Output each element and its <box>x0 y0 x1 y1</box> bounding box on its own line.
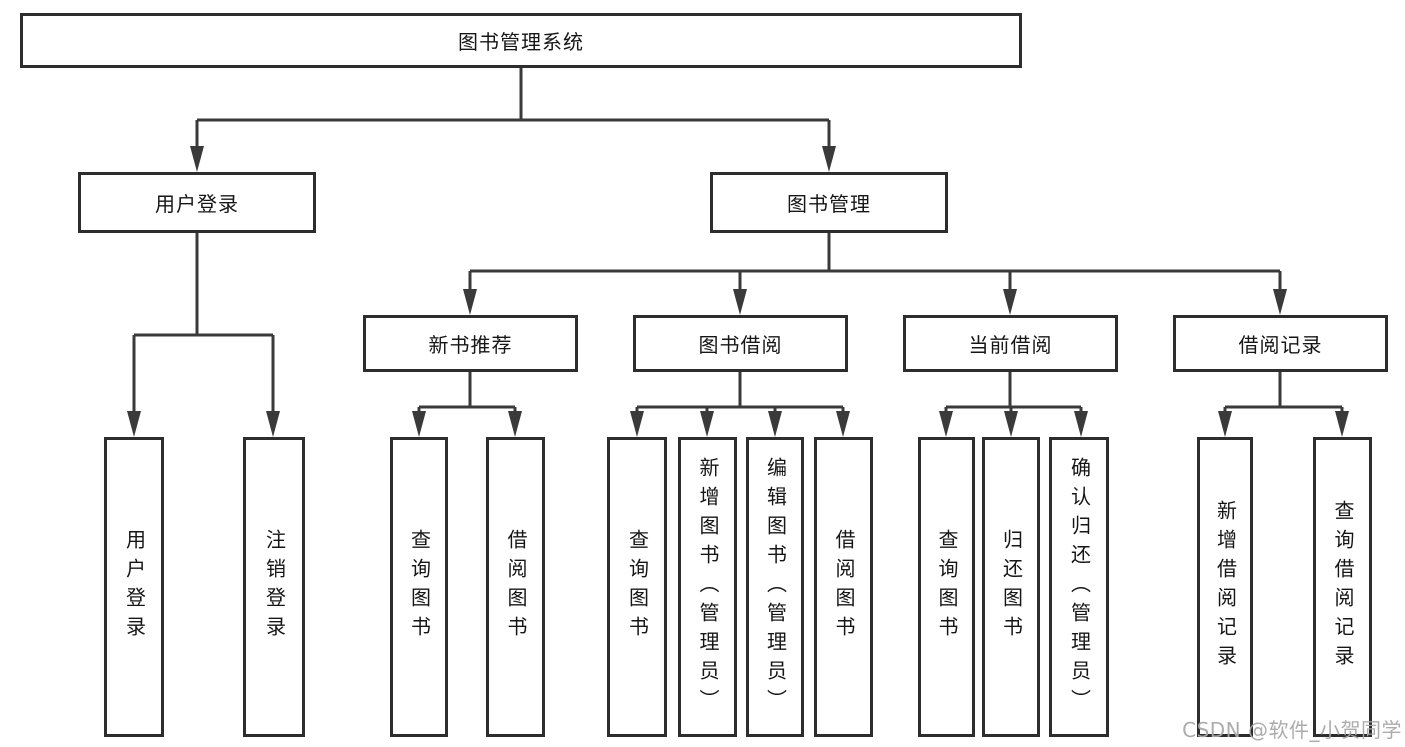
leaf-add-book-admin-label: 新增图书（管理员） <box>696 456 720 718</box>
arrowhead <box>190 146 204 172</box>
leaf-confirm-return-admin: 确认归还（管理员） <box>1049 437 1109 737</box>
node-borrow-records-label: 借阅记录 <box>1238 333 1323 357</box>
connectors-current-borrow <box>939 372 1088 437</box>
node-user-login-branch-label: 用户登录 <box>155 192 239 216</box>
leaf-edit-book-admin: 编辑图书（管理员） <box>746 437 804 737</box>
node-book-borrow-label: 图书借阅 <box>698 333 783 357</box>
leaf-edit-book-admin-label: 编辑图书（管理员） <box>763 456 788 718</box>
leaf-user-login-label: 用户登录 <box>122 529 147 645</box>
watermark: CSDN @软件_小贺同学 <box>1182 718 1402 742</box>
leaf-query-books-borrow-label: 查询图书 <box>625 529 650 645</box>
leaf-confirm-return-admin-label: 确认归还（管理员） <box>1067 456 1092 718</box>
arrowhead <box>127 411 141 437</box>
leaf-borrow-books-label: 借阅图书 <box>832 529 856 645</box>
leaf-borrow-books-recommend: 借阅图书 <box>486 437 545 737</box>
arrowhead <box>822 146 836 172</box>
node-new-book-recommend: 新书推荐 <box>363 315 578 372</box>
node-new-book-recommend-label: 新书推荐 <box>428 333 513 357</box>
leaf-add-borrow-record: 新增借阅记录 <box>1197 437 1253 737</box>
connectors-book-borrow <box>630 372 850 437</box>
leaf-query-books-current-label: 查询图书 <box>935 529 959 645</box>
leaf-borrow-books-recommend-label: 借阅图书 <box>504 529 528 645</box>
connectors-new-book-recommend <box>412 372 522 437</box>
arrowhead <box>1218 411 1232 437</box>
leaf-query-books-recommend-label: 查询图书 <box>407 529 432 645</box>
leaf-add-borrow-record-label: 新增借阅记录 <box>1213 500 1238 674</box>
arrowhead <box>1273 289 1287 315</box>
arrowhead <box>412 411 426 437</box>
arrowhead <box>1074 411 1088 437</box>
connectors-root <box>190 68 836 172</box>
node-borrow-records: 借阅记录 <box>1173 315 1388 372</box>
node-book-management: 图书管理 <box>710 172 948 233</box>
arrowhead <box>700 411 714 437</box>
node-book-management-label: 图书管理 <box>787 192 871 216</box>
connectors-book-management <box>463 233 1287 315</box>
arrowhead <box>266 411 280 437</box>
leaf-query-borrow-record-label: 查询借阅记录 <box>1331 500 1355 674</box>
connectors-borrow-records <box>1218 372 1349 437</box>
arrowhead <box>508 411 522 437</box>
leaf-borrow-books: 借阅图书 <box>814 437 873 737</box>
arrowhead <box>733 289 747 315</box>
leaf-query-books-borrow: 查询图书 <box>607 437 667 737</box>
leaf-logout: 注销登录 <box>243 437 305 737</box>
arrowhead <box>1335 411 1349 437</box>
arrowhead <box>1003 289 1017 315</box>
node-library-system-label: 图书管理系统 <box>458 30 584 54</box>
node-current-borrow-label: 当前借阅 <box>968 333 1053 357</box>
node-current-borrow: 当前借阅 <box>903 315 1118 372</box>
leaf-query-borrow-record: 查询借阅记录 <box>1313 437 1372 737</box>
arrowhead <box>939 411 953 437</box>
arrowhead <box>1004 411 1018 437</box>
leaf-return-book-label: 归还图书 <box>999 529 1024 645</box>
leaf-return-book: 归还图书 <box>982 437 1040 737</box>
leaf-user-login: 用户登录 <box>104 437 164 737</box>
leaf-query-books-recommend: 查询图书 <box>390 437 448 737</box>
node-user-login-branch: 用户登录 <box>78 172 316 233</box>
connectors-user-login <box>127 233 280 437</box>
leaf-query-books-current: 查询图书 <box>918 437 975 737</box>
arrowhead <box>463 289 477 315</box>
arrowhead <box>630 411 644 437</box>
node-library-system: 图书管理系统 <box>20 13 1022 68</box>
leaf-logout-label: 注销登录 <box>262 529 287 645</box>
leaf-add-book-admin: 新增图书（管理员） <box>678 437 737 737</box>
arrowhead <box>836 411 850 437</box>
arrowhead <box>768 411 782 437</box>
node-book-borrow: 图书借阅 <box>633 315 848 372</box>
